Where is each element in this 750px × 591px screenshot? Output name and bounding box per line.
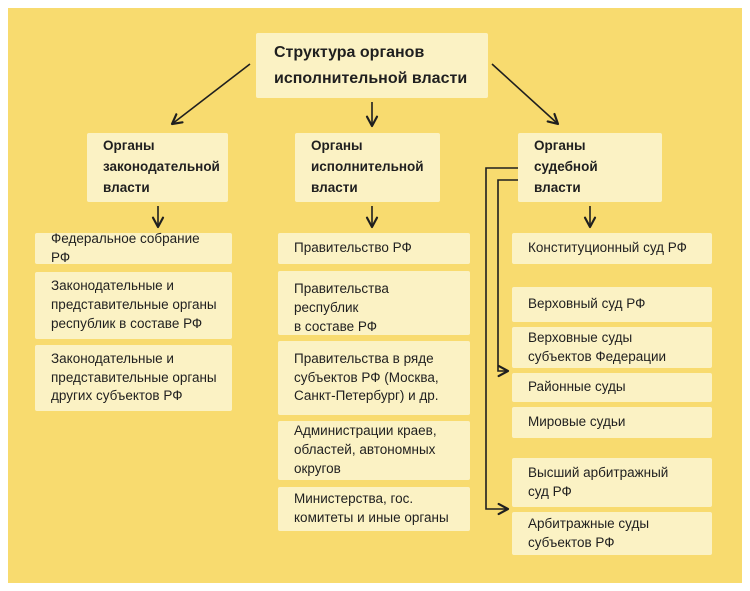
node-legislative-republics: Законодательные и представительные орган… xyxy=(35,272,232,339)
node-district-courts: Районные суды xyxy=(512,373,712,402)
node-federal-assembly: Федеральное собрание РФ xyxy=(35,231,232,265)
node-governments-subjects: Правительства в ряде субъектов РФ (Москв… xyxy=(278,341,470,415)
node-magistrate-judges: Мировые судьи xyxy=(512,407,712,438)
node-label: Арбитражные суды субъектов РФ xyxy=(528,515,650,550)
node-higher-arbitration-court: Высший арбитражный суд РФ xyxy=(512,458,712,507)
header-executive-label: Органы исполнительной власти xyxy=(311,138,424,195)
node-governments-republics: Правительства республик в составе РФ xyxy=(278,271,470,335)
node-label: Районные суды xyxy=(528,379,626,395)
header-legislative-label: Органы законодательной власти xyxy=(103,138,220,195)
node-label: Правительство РФ xyxy=(294,240,412,256)
node-label: Министерства, гос. комитеты и иные орган… xyxy=(294,491,449,525)
title-label: Структура органов исполнительной власти xyxy=(274,44,468,87)
node-label: Законодательные и представительные орган… xyxy=(51,278,217,331)
node-administrations: Администрации краев, областей, автономны… xyxy=(278,421,470,480)
node-ministries: Министерства, гос. комитеты и иные орган… xyxy=(278,487,470,531)
node-label: Федеральное собрание РФ xyxy=(51,230,200,265)
node-label: Мировые судьи xyxy=(528,414,626,430)
node-label: Высший арбитражный суд РФ xyxy=(528,464,669,499)
node-supreme-courts-subjects: Верховные суды субъектов Федерации xyxy=(512,327,712,368)
header-judicial-label: Органы судебной власти xyxy=(534,138,598,195)
node-label: Администрации краев, областей, автономны… xyxy=(294,423,437,476)
node-label: Правительства в ряде субъектов РФ (Москв… xyxy=(294,350,439,404)
node-supreme-court: Верховный суд РФ xyxy=(512,287,712,322)
node-label: Верховные суды субъектов Федерации xyxy=(528,329,667,364)
header-legislative: Органы законодательной власти xyxy=(87,133,228,202)
node-label: Правительства республик в составе РФ xyxy=(294,281,389,334)
node-legislative-other-subjects: Законодательные и представительные орган… xyxy=(35,345,232,411)
title-node: Структура органов исполнительной власти xyxy=(256,33,488,98)
node-constitutional-court: Конституционный суд РФ xyxy=(512,233,712,264)
node-label: Законодательные и представительные орган… xyxy=(51,350,217,404)
header-judicial: Органы судебной власти xyxy=(518,133,662,202)
node-label: Конституционный суд РФ xyxy=(528,240,687,256)
node-arbitration-courts-subjects: Арбитражные суды субъектов РФ xyxy=(512,512,712,555)
header-executive: Органы исполнительной власти xyxy=(295,133,440,202)
node-government-rf: Правительство РФ xyxy=(278,233,470,264)
node-label: Верховный суд РФ xyxy=(528,296,646,312)
